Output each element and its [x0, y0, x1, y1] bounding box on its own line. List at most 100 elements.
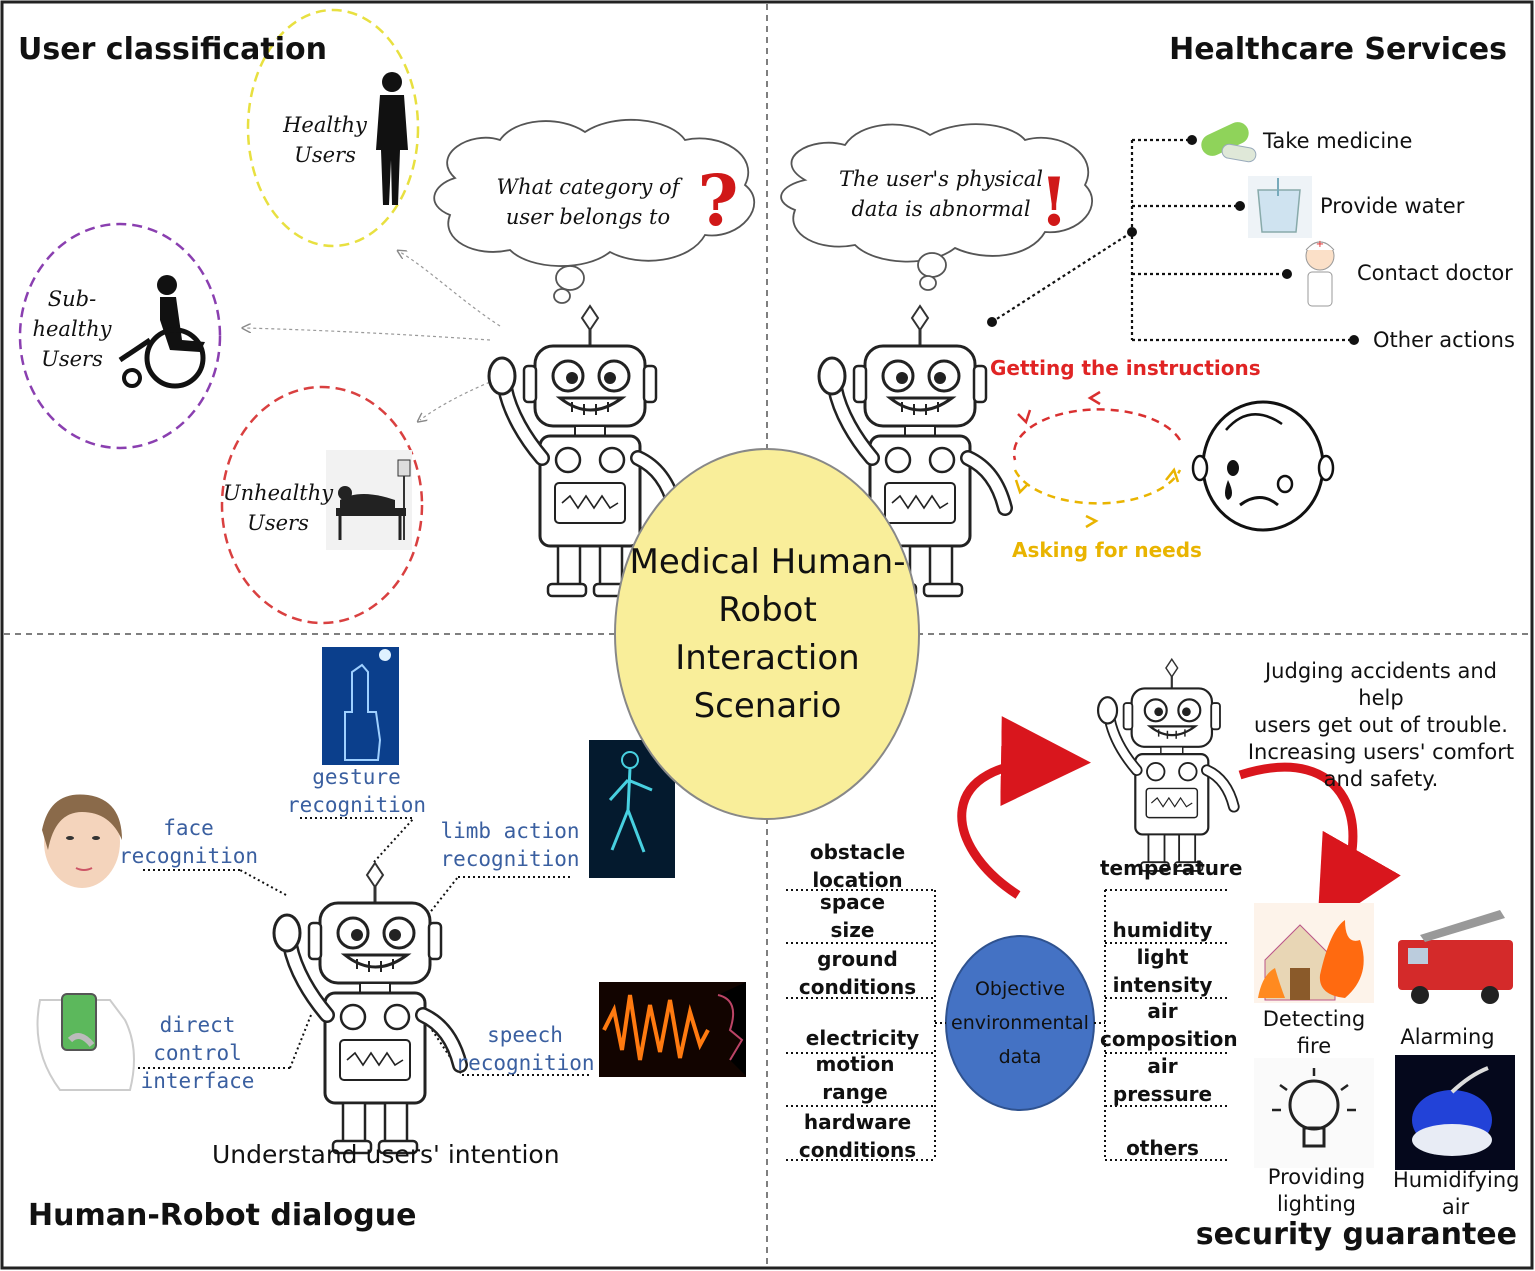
factor-line: others — [1126, 1136, 1199, 1160]
outcome-line: air — [1441, 1195, 1470, 1219]
factor-line: intensity — [1112, 973, 1213, 997]
dialogue-caption: Understand users' intention — [212, 1140, 560, 1169]
factor-line: motion — [815, 1052, 895, 1076]
factor-temperature: temperature — [1100, 854, 1243, 882]
factor-light-intensity: light intensity — [1100, 943, 1225, 999]
loop-bottom-arc — [1013, 469, 1182, 505]
subhealthy-users-label: Sub- healthy Users — [22, 284, 122, 374]
outcome-line: Providing — [1267, 1165, 1366, 1189]
label-line: speech — [487, 1023, 563, 1047]
question-mark-icon: ? — [697, 159, 738, 242]
gesture-recognition-label: gesture recognition — [284, 763, 429, 819]
outcome-providing-lighting: Providing lighting — [1254, 1164, 1379, 1218]
thought-text-category: What category of user belongs to — [478, 172, 698, 232]
factor-line: light — [1136, 945, 1189, 969]
label-line: Users — [247, 511, 309, 535]
label-line: recognition — [455, 1051, 595, 1075]
label-line: gesture — [312, 765, 401, 789]
light-bulb-icon — [1254, 1058, 1374, 1168]
thought-line: What category of — [496, 175, 680, 199]
arrow-unhealthy — [420, 379, 496, 420]
thought-line: data is abnormal — [851, 197, 1031, 221]
wheelchair-icon — [118, 275, 206, 389]
security-quadrant — [786, 659, 1515, 1170]
label-line: face — [163, 816, 214, 840]
direct-control-label: direct control interface — [110, 1011, 285, 1095]
factor-line: hardware — [803, 1110, 912, 1134]
factor-humidity: humidity — [1100, 916, 1225, 944]
human-robot-dialogue-title: Human-Robot dialogue — [28, 1198, 417, 1233]
outcome-line: Humidifying — [1393, 1168, 1520, 1192]
fire-house-icon — [1254, 903, 1374, 1003]
limb-action-label: limb action recognition — [440, 817, 580, 873]
action-other-actions: Other actions — [1373, 328, 1515, 352]
note-line: Judging accidents and help — [1264, 659, 1498, 710]
outcome-line: Alarming — [1400, 1025, 1495, 1049]
factor-electricity: electricity — [795, 1024, 930, 1052]
factor-line: range — [822, 1080, 888, 1104]
left-factor-lines — [786, 889, 946, 1161]
thought-cloud: ? — [433, 119, 756, 304]
water-cup-icon — [1248, 176, 1312, 238]
action-take-medicine: Take medicine — [1263, 129, 1413, 153]
arrow-subhealthy — [245, 328, 491, 341]
healthy-users-label: Healthy Users — [275, 110, 375, 170]
loop-getting-instructions: Getting the instructions — [990, 356, 1261, 380]
sound-wave-icon — [599, 982, 746, 1077]
factor-line: air — [1147, 1054, 1178, 1078]
outcome-line: fire — [1296, 1034, 1332, 1058]
healthcare-services-title: Healthcare Services — [1169, 32, 1507, 67]
action-provide-water: Provide water — [1320, 194, 1465, 218]
svg-text:+: + — [1316, 239, 1324, 250]
security-guarantee-title: security guarantee — [1195, 1217, 1517, 1252]
note-line: Increasing users' comfort — [1247, 740, 1515, 764]
woman-face-icon — [42, 794, 122, 888]
exclamation-icon: ! — [1040, 163, 1069, 241]
center-line: Interaction — [675, 638, 860, 678]
factor-line: electricity — [805, 1026, 920, 1050]
center-title: Medical Human- Robot Interaction Scenari… — [615, 538, 920, 730]
center-line: Scenario — [693, 686, 842, 726]
hub-line: data — [998, 1046, 1042, 1068]
security-note: Judging accidents and help users get out… — [1240, 658, 1522, 793]
factor-line: location — [812, 868, 903, 892]
label-line: Sub- — [47, 287, 97, 311]
hub-line: Objective — [974, 978, 1066, 1000]
speech-recognition-label: speech recognition — [455, 1021, 595, 1077]
crying-face-icon — [1191, 400, 1335, 532]
businessman-icon — [376, 72, 408, 205]
factor-ground-conditions: ground conditions — [790, 945, 925, 1001]
factor-hardware-conditions: hardware conditions — [790, 1108, 925, 1164]
factor-line: ground — [817, 947, 898, 971]
center-circle — [614, 448, 920, 820]
fire-truck-icon — [1395, 898, 1515, 1008]
factor-line: obstacle — [809, 840, 906, 864]
thought-text-abnormal: The user's physical data is abnormal — [826, 164, 1056, 224]
robot-icon — [274, 863, 460, 1153]
unhealthy-users-label: Unhealthy Users — [218, 478, 338, 538]
healthcare-quadrant: ! + — [780, 122, 1359, 596]
factor-line: pressure — [1112, 1082, 1213, 1106]
factor-air-composition: air composition — [1100, 997, 1238, 1053]
phone-hand-icon — [36, 993, 135, 1091]
label-line: recognition — [286, 793, 427, 817]
medicine-icon — [1201, 122, 1257, 163]
factor-line: temperature — [1100, 856, 1243, 880]
label-line: recognition — [118, 844, 259, 868]
label-line: interface — [140, 1069, 255, 1093]
factor-air-pressure: air pressure — [1100, 1052, 1225, 1108]
user-classification-quadrant: ? — [18, 8, 756, 625]
unhealthy-ring — [220, 385, 424, 625]
thought-line: user belongs to — [505, 205, 671, 229]
user-classification-title: User classification — [18, 32, 327, 67]
loop-top-arc — [1012, 408, 1182, 461]
outcome-line: Detecting — [1262, 1007, 1366, 1031]
label-line: Unhealthy — [222, 481, 334, 505]
thought-cloud-abnormal: ! — [780, 123, 1093, 291]
factor-line: conditions — [798, 1138, 917, 1162]
label-line: Users — [294, 143, 356, 167]
factor-others: others — [1100, 1134, 1225, 1162]
factor-line: conditions — [798, 975, 917, 999]
factor-space-size: space size — [790, 888, 915, 944]
